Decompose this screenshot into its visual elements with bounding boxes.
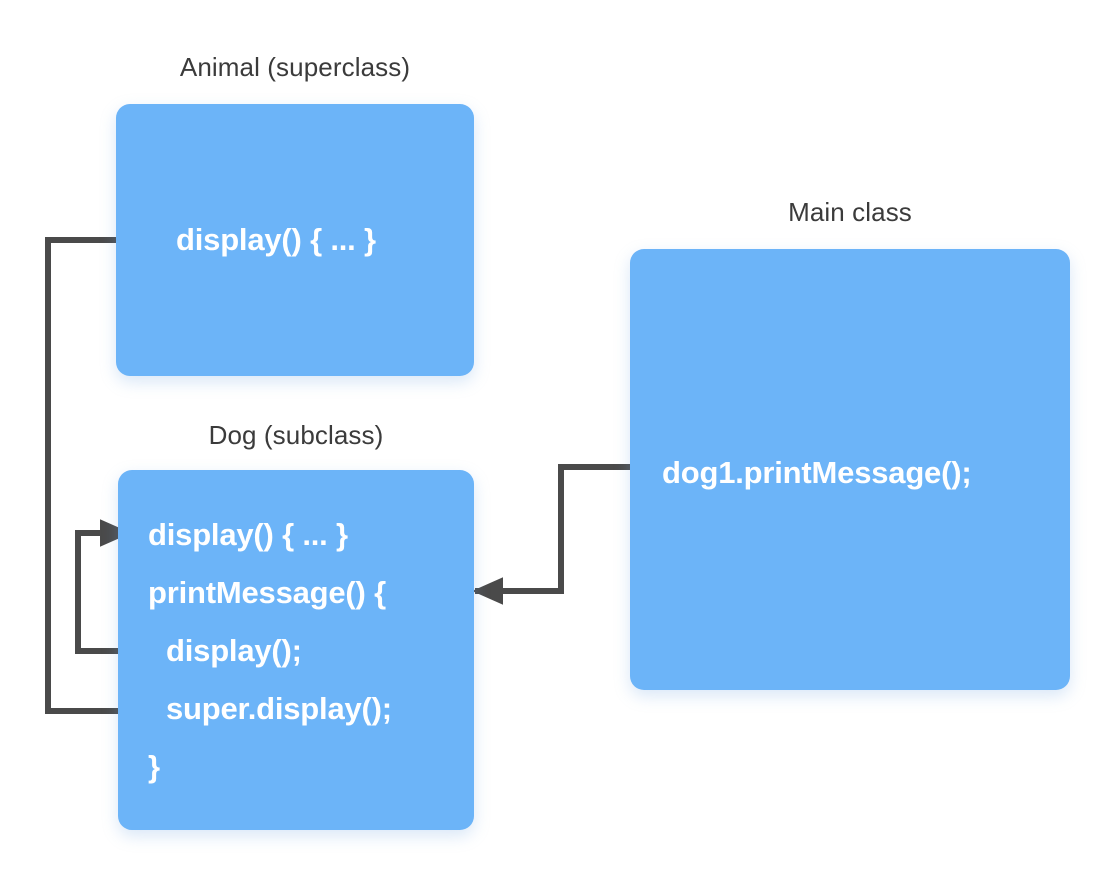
dog-box-title: Dog (subclass) bbox=[208, 420, 384, 450]
connector-main-call-to-dog-printmessage bbox=[471, 464, 652, 605]
dog-code-line-super-display-call: super.display(); bbox=[166, 691, 392, 726]
main-box-title: Main class bbox=[788, 197, 912, 227]
animal-class-box[interactable] bbox=[116, 104, 474, 376]
dog-code-line-printmessage-open: printMessage() { bbox=[148, 575, 386, 610]
dog-code-line-display-call: display(); bbox=[166, 633, 302, 668]
animal-box-title: Animal (superclass) bbox=[179, 52, 411, 82]
dog-code-line-display: display() { ... } bbox=[148, 517, 348, 552]
animal-code-line-display: display() { ... } bbox=[176, 222, 376, 257]
main-code-line-printmessage-call: dog1.printMessage(); bbox=[662, 455, 972, 490]
dog-class-box[interactable] bbox=[118, 470, 474, 830]
main-class-box[interactable] bbox=[630, 249, 1070, 690]
dog-code-line-close-brace: } bbox=[148, 749, 160, 784]
